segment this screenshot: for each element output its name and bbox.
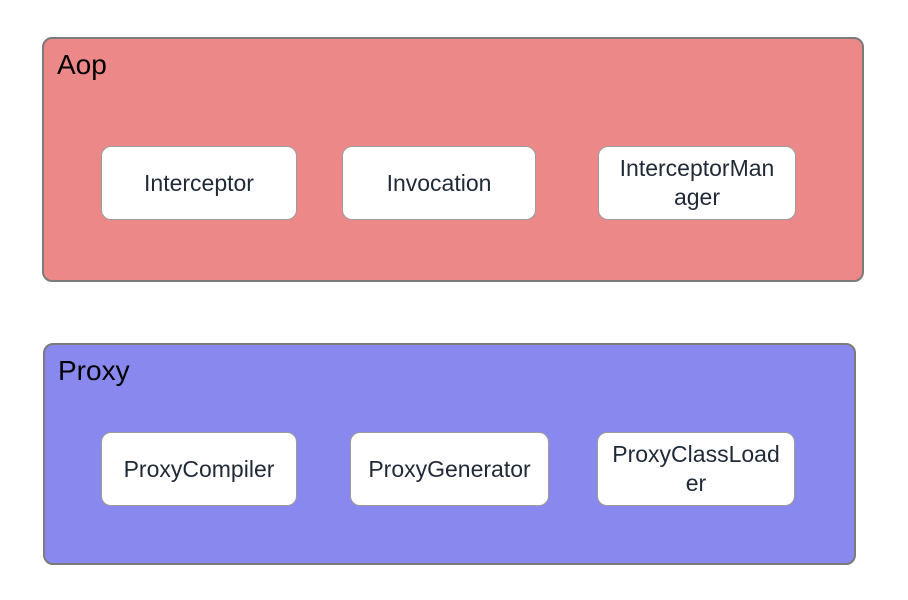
node-interceptor-label: Interceptor: [144, 169, 254, 196]
node-proxy-generator: ProxyGenerator: [350, 432, 549, 506]
proxy-group: Proxy ProxyCompiler ProxyGenerator Proxy…: [43, 343, 856, 565]
node-invocation: Invocation: [342, 146, 536, 220]
node-proxy-class-loader-label: ProxyClassLoad er: [612, 441, 780, 496]
node-interceptor-manager: InterceptorMan ager: [598, 146, 796, 220]
node-invocation-label: Invocation: [386, 169, 492, 196]
node-proxy-generator-label: ProxyGenerator: [368, 455, 531, 482]
node-interceptor-manager-label: InterceptorMan ager: [619, 155, 775, 210]
aop-group-title: Aop: [57, 49, 107, 80]
proxy-group-title: Proxy: [58, 355, 130, 386]
node-proxy-compiler: ProxyCompiler: [101, 432, 297, 506]
aop-group: Aop Interceptor Invocation InterceptorMa…: [42, 37, 864, 282]
node-interceptor: Interceptor: [101, 146, 297, 220]
node-proxy-class-loader: ProxyClassLoad er: [597, 432, 795, 506]
node-proxy-compiler-label: ProxyCompiler: [123, 455, 275, 482]
